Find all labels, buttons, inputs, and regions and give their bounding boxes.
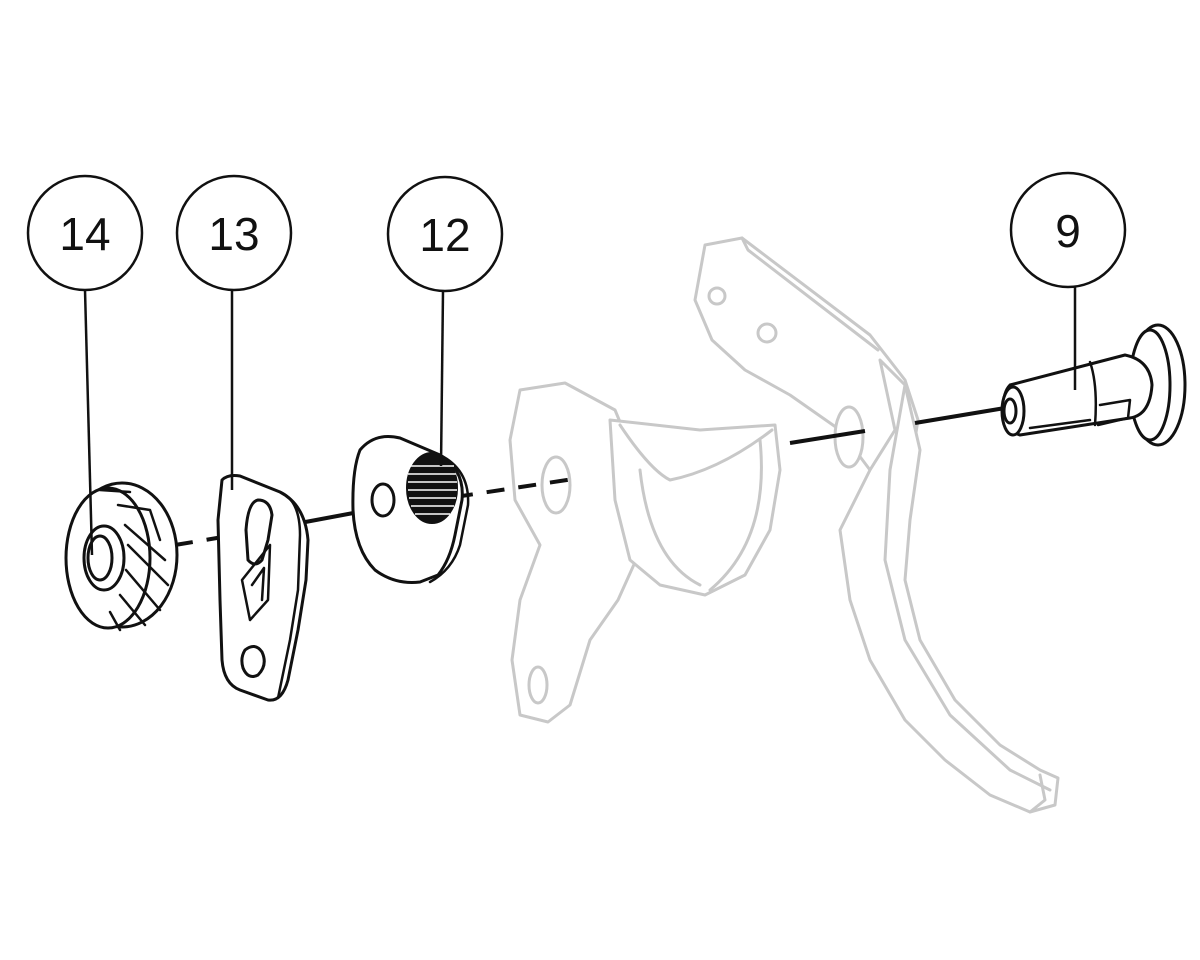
washer-teeth-block bbox=[406, 452, 458, 524]
cam-wedge bbox=[240, 543, 272, 622]
part-14-knurled-knob bbox=[64, 481, 179, 632]
ghost-hole bbox=[540, 455, 572, 515]
pin-shank bbox=[1001, 353, 1154, 437]
part-12-toothed-washer bbox=[351, 435, 470, 584]
cam-wedge-detail bbox=[250, 566, 266, 602]
knob-ridge bbox=[124, 568, 162, 612]
part-13-cam-plate bbox=[216, 474, 310, 702]
ghost-lever-edge bbox=[883, 383, 1052, 792]
knob-ridge bbox=[118, 593, 147, 627]
callout-label-14: 14 bbox=[59, 208, 110, 260]
knob-ridge bbox=[108, 610, 122, 632]
axis-solid-segment bbox=[914, 406, 1006, 425]
leader-line-14 bbox=[83, 289, 94, 556]
callout-13: 13 bbox=[175, 174, 293, 490]
ghost-cup-edge bbox=[708, 438, 763, 592]
knob-ridge bbox=[98, 488, 132, 494]
axis-dashed-segment bbox=[454, 476, 581, 499]
washer-teeth-grooves bbox=[408, 465, 457, 515]
washer-edge bbox=[428, 453, 470, 584]
knob-ridge bbox=[116, 503, 162, 542]
callout-circle-14 bbox=[26, 174, 144, 292]
axis-solid-segment bbox=[789, 429, 866, 445]
ghost-cup bbox=[608, 418, 782, 597]
axis-dashed-segment bbox=[174, 533, 236, 547]
ghost-hole bbox=[527, 665, 549, 705]
ghost-plate-edge bbox=[740, 236, 880, 352]
leader-line-12 bbox=[439, 290, 445, 467]
knob-bore bbox=[86, 534, 114, 582]
callout-circle-9 bbox=[1009, 171, 1127, 289]
washer-hole bbox=[370, 482, 396, 518]
ghost-cup-inner bbox=[638, 468, 702, 587]
pin-tip-center bbox=[1002, 397, 1018, 425]
callout-label-12: 12 bbox=[419, 209, 470, 261]
callout-14: 14 bbox=[26, 174, 144, 556]
ghost-cup-rim bbox=[618, 423, 774, 482]
ghost-lever-assembly bbox=[508, 236, 1060, 814]
knob-ridge bbox=[123, 523, 167, 562]
callout-12: 12 bbox=[386, 175, 504, 467]
knob-ridge bbox=[126, 543, 170, 587]
callout-circle-13 bbox=[175, 174, 293, 292]
callout-label-13: 13 bbox=[208, 208, 259, 260]
cam-lower-hole bbox=[240, 645, 266, 678]
pin-groove-edge bbox=[1028, 418, 1092, 430]
ghost-hole bbox=[707, 286, 727, 306]
part-9-pivot-pin bbox=[1000, 323, 1187, 447]
callout-label-9: 9 bbox=[1055, 205, 1081, 257]
callout-9: 9 bbox=[1009, 171, 1127, 390]
washer-teeth bbox=[406, 452, 458, 524]
pin-collar bbox=[1088, 360, 1098, 427]
ghost-lever-tip bbox=[1028, 773, 1047, 814]
callout-circle-12 bbox=[386, 175, 504, 293]
pin-groove bbox=[1096, 398, 1132, 427]
ghost-hole bbox=[756, 322, 778, 344]
ghost-lever-arm bbox=[838, 358, 1060, 814]
cam-plate-edge bbox=[276, 490, 302, 700]
